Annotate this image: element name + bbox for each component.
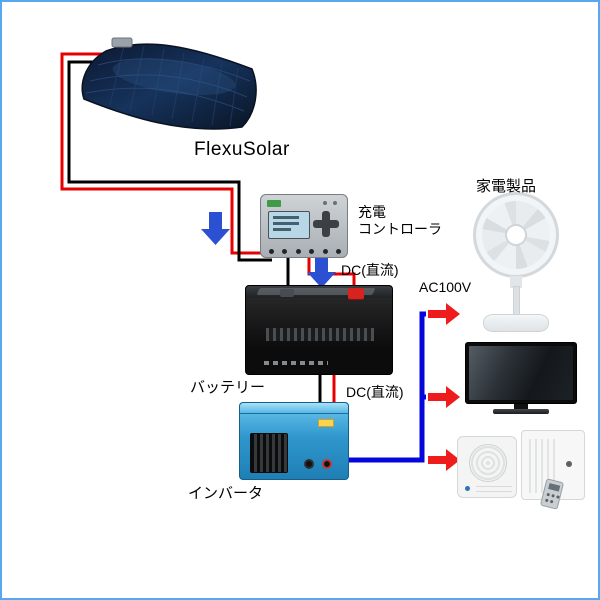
battery-label: バッテリー xyxy=(190,379,266,396)
electric-fan xyxy=(470,192,562,334)
fan-pole xyxy=(513,286,520,316)
controller-button-pad xyxy=(313,211,339,237)
aircon-knob xyxy=(566,461,572,467)
aircon-vent-slots xyxy=(476,486,512,492)
fan-neck xyxy=(510,276,522,288)
flow-arrow-down-dc-icon xyxy=(307,258,336,288)
aircon-unit-left xyxy=(457,436,517,498)
inverter-positive-terminal xyxy=(322,459,332,469)
tv-stand-base xyxy=(493,409,549,414)
aircon-fan-grille xyxy=(469,444,507,482)
inverter-warning-sticker xyxy=(318,419,334,427)
fan-base xyxy=(483,314,549,332)
flow-arrow-right-tv-icon xyxy=(428,386,460,408)
controller-screw-icon xyxy=(333,201,337,205)
controller-lcd-screen xyxy=(268,211,310,239)
battery-vents xyxy=(266,328,374,341)
battery xyxy=(245,285,393,375)
controller-label-line1: 充電 xyxy=(358,204,386,220)
wire-black-panel-to-controller xyxy=(67,60,272,262)
fan-head xyxy=(473,192,559,278)
aircon-logo-dot xyxy=(465,486,470,491)
controller-screw-icon xyxy=(323,201,327,205)
inverter-label: インバータ xyxy=(188,485,264,502)
inverter-vent-grille xyxy=(250,433,288,473)
dc-label-lower: DC(直流) xyxy=(346,384,404,400)
charge-controller xyxy=(260,194,348,258)
dc-label-upper: DC(直流) xyxy=(341,262,399,278)
flow-arrow-down-panel-icon xyxy=(201,212,230,245)
appliances-label: 家電製品 xyxy=(476,178,537,195)
tv-bezel xyxy=(465,342,577,404)
tv-stand-neck xyxy=(514,404,528,409)
inverter-top-face xyxy=(240,403,348,414)
flow-arrow-right-aircon-icon xyxy=(428,449,460,471)
flow-arrow-right-fan-icon xyxy=(428,303,460,325)
ac-voltage-label: AC100V xyxy=(419,279,472,295)
remote-screen xyxy=(548,483,561,492)
solar-panel-image xyxy=(81,37,257,130)
controller-label-line2: コントローラ xyxy=(358,221,442,237)
tv-screen xyxy=(469,346,573,400)
inverter-negative-terminal xyxy=(304,459,314,469)
ac-power-line xyxy=(346,311,426,463)
air-conditioner xyxy=(457,426,589,510)
battery-negative-terminal xyxy=(280,289,294,297)
television xyxy=(465,342,577,416)
battery-print xyxy=(264,361,328,365)
controller-label: 充電 コントローラ xyxy=(358,204,442,238)
battery-positive-terminal xyxy=(348,288,364,299)
controller-terminals xyxy=(269,249,341,254)
inverter xyxy=(239,402,349,480)
solar-panel-label: FlexuSolar xyxy=(194,139,290,160)
panel-clamp xyxy=(111,37,133,48)
solar-panel xyxy=(54,35,274,145)
controller-logo xyxy=(267,200,281,207)
